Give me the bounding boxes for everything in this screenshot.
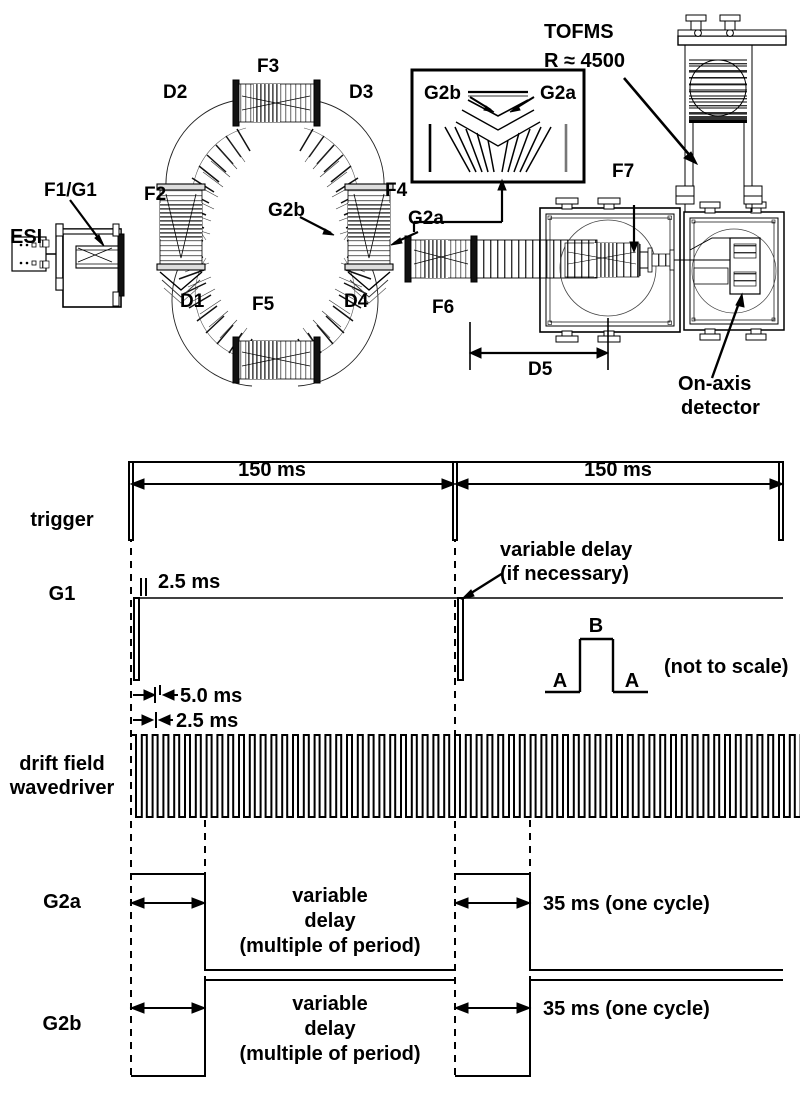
inset-label-g2b: G2b bbox=[424, 83, 461, 104]
label-g2a: G2a bbox=[408, 208, 444, 229]
label-f5: F5 bbox=[252, 294, 275, 315]
label-d5: D5 bbox=[528, 359, 553, 380]
dimension-g2b-cycle2 bbox=[453, 1002, 532, 1014]
label-f7: F7 bbox=[612, 161, 634, 182]
label-g2b-delay-1: variable bbox=[292, 993, 368, 1015]
row-label-wavedriver-1: drift field bbox=[19, 753, 105, 775]
dimension-g2a-cycle2 bbox=[453, 897, 532, 909]
trace-g2a bbox=[131, 873, 783, 971]
illustrative-ab-pulse bbox=[545, 637, 648, 694]
trace-trigger bbox=[128, 461, 785, 541]
label-d2: D2 bbox=[163, 82, 187, 103]
timing-diagram-panel: 150 ms 150 ms trigger 2.5 ms G1 variable… bbox=[9, 459, 800, 1080]
label-f1g1: F1/G1 bbox=[44, 180, 97, 201]
dimension-wave-period bbox=[133, 685, 178, 703]
instrument-schematic-panel: ESI F1/G1 F2 F3 F4 F5 F6 F7 D1 D2 D3 D4 … bbox=[10, 14, 787, 419]
label-wave-period: 5.0 ms bbox=[180, 685, 242, 707]
label-g2a-cycle: 35 ms (one cycle) bbox=[543, 893, 710, 915]
inset-arrows bbox=[469, 96, 535, 113]
label-f3: F3 bbox=[257, 56, 279, 77]
main-vacuum-chamber bbox=[539, 197, 681, 343]
label-f6: F6 bbox=[432, 297, 454, 318]
variable-delay-callout bbox=[460, 571, 504, 600]
label-pulse-a-left: A bbox=[553, 670, 567, 692]
dimension-g2b-cycle1 bbox=[129, 1002, 207, 1014]
label-pulse-a-right: A bbox=[625, 670, 639, 692]
detector-chamber bbox=[674, 201, 785, 341]
dimension-150ms-cycle2 bbox=[453, 478, 785, 490]
label-not-to-scale: (not to scale) bbox=[664, 656, 788, 678]
label-g2b: G2b bbox=[268, 200, 305, 221]
lens-f5 bbox=[232, 336, 321, 384]
lens-f3 bbox=[232, 79, 321, 127]
dimension-g2a-cycle1 bbox=[129, 897, 207, 909]
leader-arrows bbox=[69, 77, 745, 379]
label-g2b-delay-3: (multiple of period) bbox=[239, 1043, 420, 1065]
label-g2b-cycle: 35 ms (one cycle) bbox=[543, 998, 710, 1020]
label-period-1: 150 ms bbox=[238, 459, 306, 481]
gate-g2b-chevron bbox=[159, 271, 203, 304]
label-period-2: 150 ms bbox=[584, 459, 652, 481]
d5-dimension bbox=[468, 318, 610, 370]
row-label-g2a: G2a bbox=[43, 891, 82, 913]
label-variable-delay-1: variable delay bbox=[500, 539, 633, 561]
label-pulse-b: B bbox=[589, 615, 603, 637]
row-label-g1: G1 bbox=[49, 583, 76, 605]
label-variable-delay-2: (if necessary) bbox=[500, 563, 629, 585]
lens-f2 bbox=[156, 183, 206, 271]
label-tofms: TOFMS bbox=[544, 21, 614, 43]
label-detector-line1: On-axis bbox=[678, 373, 751, 395]
f1-g1-housing bbox=[55, 223, 125, 308]
gate-inset-box bbox=[410, 68, 586, 184]
trace-wavedriver bbox=[131, 734, 800, 818]
dimension-150ms-cycle1 bbox=[129, 478, 457, 490]
label-g2a-delay-3: (multiple of period) bbox=[239, 935, 420, 957]
label-resolution: R ≈ 4500 bbox=[544, 50, 625, 72]
row-label-trigger: trigger bbox=[30, 509, 94, 531]
label-f4: F4 bbox=[385, 180, 408, 201]
label-detector-line2: detector bbox=[681, 397, 760, 419]
label-g2a-delay-1: variable bbox=[292, 885, 368, 907]
gate-g2a-chevron bbox=[347, 271, 391, 304]
trace-g1 bbox=[133, 578, 783, 681]
row-label-wavedriver-2: wavedriver bbox=[9, 777, 115, 799]
label-esi: ESI bbox=[10, 226, 42, 248]
label-f2: F2 bbox=[144, 184, 166, 205]
label-g1-width: 2.5 ms bbox=[158, 571, 220, 593]
label-d4: D4 bbox=[344, 291, 369, 312]
dimension-wave-half bbox=[133, 712, 173, 728]
label-g2b-delay-2: delay bbox=[304, 1018, 356, 1040]
trace-g2b bbox=[131, 979, 783, 1077]
label-wave-half: 2.5 ms bbox=[176, 710, 238, 732]
cyclic-drift-tube bbox=[156, 79, 394, 387]
row-label-g2b: G2b bbox=[43, 1013, 82, 1035]
label-d1: D1 bbox=[180, 291, 205, 312]
label-d3: D3 bbox=[349, 82, 373, 103]
tofms-flight-tube bbox=[675, 14, 787, 212]
lens-f4 bbox=[344, 183, 394, 271]
label-g2a-delay-2: delay bbox=[304, 910, 356, 932]
inset-label-g2a: G2a bbox=[540, 83, 576, 104]
